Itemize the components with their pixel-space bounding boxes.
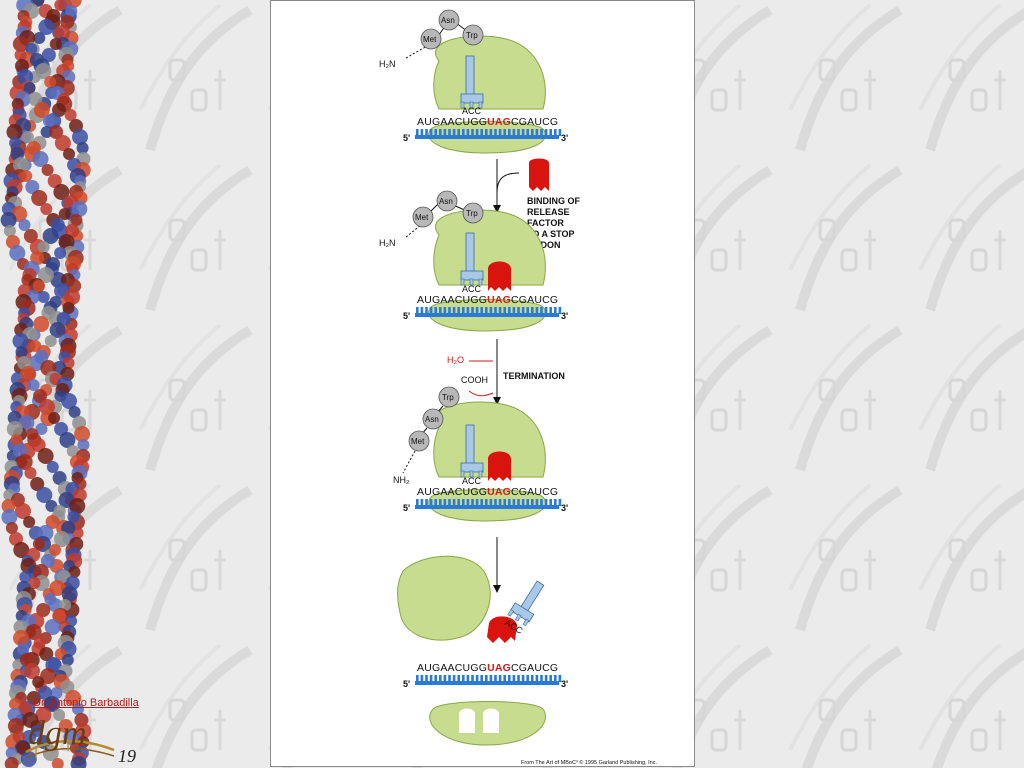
five-prime-label: 5' bbox=[403, 133, 410, 143]
three-prime-label: 3' bbox=[561, 679, 568, 689]
dissociated-large-subunit bbox=[397, 555, 491, 641]
mrna-prefix: AUGAACUGG bbox=[417, 662, 487, 674]
mrna-prefix: AUGAACUGG bbox=[417, 486, 487, 498]
amino-acid-met bbox=[412, 206, 434, 228]
step-1-arrow: BINDING OF RELEASE FACTOR TO A STOP CODO… bbox=[493, 158, 583, 250]
amino-acid-met-label: Met bbox=[423, 35, 437, 44]
dissociated-small-subunit bbox=[429, 701, 546, 746]
slide-number: 19 bbox=[118, 746, 136, 766]
amino-acid-met-label: Met bbox=[411, 437, 425, 446]
amino-acid-trp-label: Trp bbox=[466, 209, 478, 218]
amino-acid-met-label: Met bbox=[415, 213, 429, 222]
trna bbox=[460, 55, 484, 109]
amino-acid-asn-label: Asn bbox=[425, 415, 439, 424]
peptide-chain: Met Asn Trp H₂N bbox=[379, 9, 484, 69]
mrna-suffix: CGAUCG bbox=[511, 294, 558, 306]
dna-helix-image bbox=[0, 0, 92, 768]
mrna-strand bbox=[415, 129, 562, 139]
large-ribosomal-subunit bbox=[433, 209, 546, 286]
three-prime-label: 3' bbox=[561, 503, 568, 513]
amino-acid-met bbox=[420, 28, 442, 50]
water-label: H₂O bbox=[447, 355, 464, 365]
stop-codon: UAG bbox=[487, 294, 511, 306]
stop-codon: UAG bbox=[487, 116, 511, 128]
amino-terminus-label: H₂N bbox=[379, 59, 396, 69]
amino-acid-asn bbox=[422, 408, 444, 430]
stage-4: ACC AUGAACUGGUAGCGAUCG 5' 3' bbox=[397, 555, 568, 746]
amino-acid-asn-label: Asn bbox=[441, 16, 455, 25]
amino-acid-trp bbox=[438, 386, 460, 408]
mrna-strand bbox=[415, 307, 562, 317]
mrna-suffix: CGAUCG bbox=[511, 116, 558, 128]
amino-acid-trp bbox=[462, 202, 484, 224]
mrna-sequence: AUGAACUGGUAGCGAUCG bbox=[417, 116, 558, 128]
mrna-strand bbox=[415, 675, 562, 685]
bound-release-factor bbox=[488, 261, 511, 291]
mrna-sequence: AUGAACUGGUAGCGAUCG bbox=[417, 486, 558, 498]
trna bbox=[460, 424, 484, 478]
mrna-suffix: CGAUCG bbox=[511, 662, 558, 674]
stop-codon: UAG bbox=[487, 486, 511, 498]
five-prime-label: 5' bbox=[403, 311, 410, 321]
mrna-sequence: AUGAACUGGUAGCGAUCG bbox=[417, 294, 558, 306]
stage-3: ACC Trp Asn Met NH₂ AUGAACUGGUAGCGAUCG 5… bbox=[393, 386, 568, 522]
three-prime-label: 3' bbox=[561, 311, 568, 321]
stage-1: ACC Met Asn Trp H₂N AUGAACUGGUAGCGAUCG 5… bbox=[379, 9, 568, 154]
large-ribosomal-subunit bbox=[433, 35, 546, 110]
mrna-sequence: AUGAACUGGUAGCGAUCG bbox=[417, 662, 558, 674]
five-prime-label: 5' bbox=[403, 679, 410, 689]
author-link[interactable]: Dr. Antonio Barbadilla bbox=[33, 697, 139, 709]
carboxyl-label: COOH bbox=[461, 375, 488, 385]
step-2-arrow: H₂O COOH TERMINATION bbox=[447, 339, 565, 405]
step-2-label: TERMINATION bbox=[503, 371, 565, 381]
amino-acid-asn-label: Asn bbox=[439, 197, 453, 206]
amino-acid-trp-label: Trp bbox=[466, 31, 478, 40]
mrna-suffix: CGAUCG bbox=[511, 486, 558, 498]
dgm-logo: dgm bbox=[25, 715, 115, 759]
amino-acid-trp-label: Trp bbox=[442, 393, 454, 402]
five-prime-label: 5' bbox=[403, 503, 410, 513]
amino-acid-trp bbox=[462, 24, 484, 46]
amino-acid-asn bbox=[436, 190, 458, 212]
three-prime-label: 3' bbox=[561, 133, 568, 143]
released-peptide-chain: Trp Asn Met NH₂ bbox=[393, 386, 460, 485]
amino-acid-met bbox=[408, 430, 430, 452]
free-release-factor bbox=[487, 616, 517, 643]
stop-codon: UAG bbox=[487, 662, 511, 674]
step-1-label: BINDING OF RELEASE FACTOR TO A STOP CODO… bbox=[527, 196, 583, 250]
anticodon-label: ACC bbox=[462, 284, 482, 294]
peptide-chain: Met Asn Trp H₂N bbox=[379, 190, 484, 248]
translation-termination-diagram: ACC Met Asn Trp H₂N AUGAACUGGUAGCGAUCG 5… bbox=[379, 9, 657, 766]
free-release-factor bbox=[529, 158, 549, 191]
anticodon-label: ACC bbox=[462, 476, 482, 486]
bound-release-factor bbox=[488, 451, 511, 481]
free-trna: ACC bbox=[503, 580, 545, 636]
figure-panel: ACC Met Asn Trp H₂N AUGAACUGGUAGCGAUCG 5… bbox=[270, 0, 695, 767]
mrna-prefix: AUGAACUGG bbox=[417, 116, 487, 128]
stage-2: ACC Met Asn Trp H₂N AUGAACUGGUAGCGAUCG 5… bbox=[379, 190, 568, 332]
dgm-logo-text: dgm bbox=[28, 715, 87, 752]
anticodon-label: ACC bbox=[462, 106, 482, 116]
figure-credit: From The Art of MBoC³ © 1995 Garland Pub… bbox=[521, 759, 657, 766]
amino-terminus-label: H₂N bbox=[379, 238, 396, 248]
trna bbox=[460, 232, 484, 286]
amino-terminus-label: NH₂ bbox=[393, 475, 410, 485]
mrna-strand bbox=[415, 499, 562, 509]
mrna-prefix: AUGAACUGG bbox=[417, 294, 487, 306]
amino-acid-asn bbox=[438, 9, 460, 31]
